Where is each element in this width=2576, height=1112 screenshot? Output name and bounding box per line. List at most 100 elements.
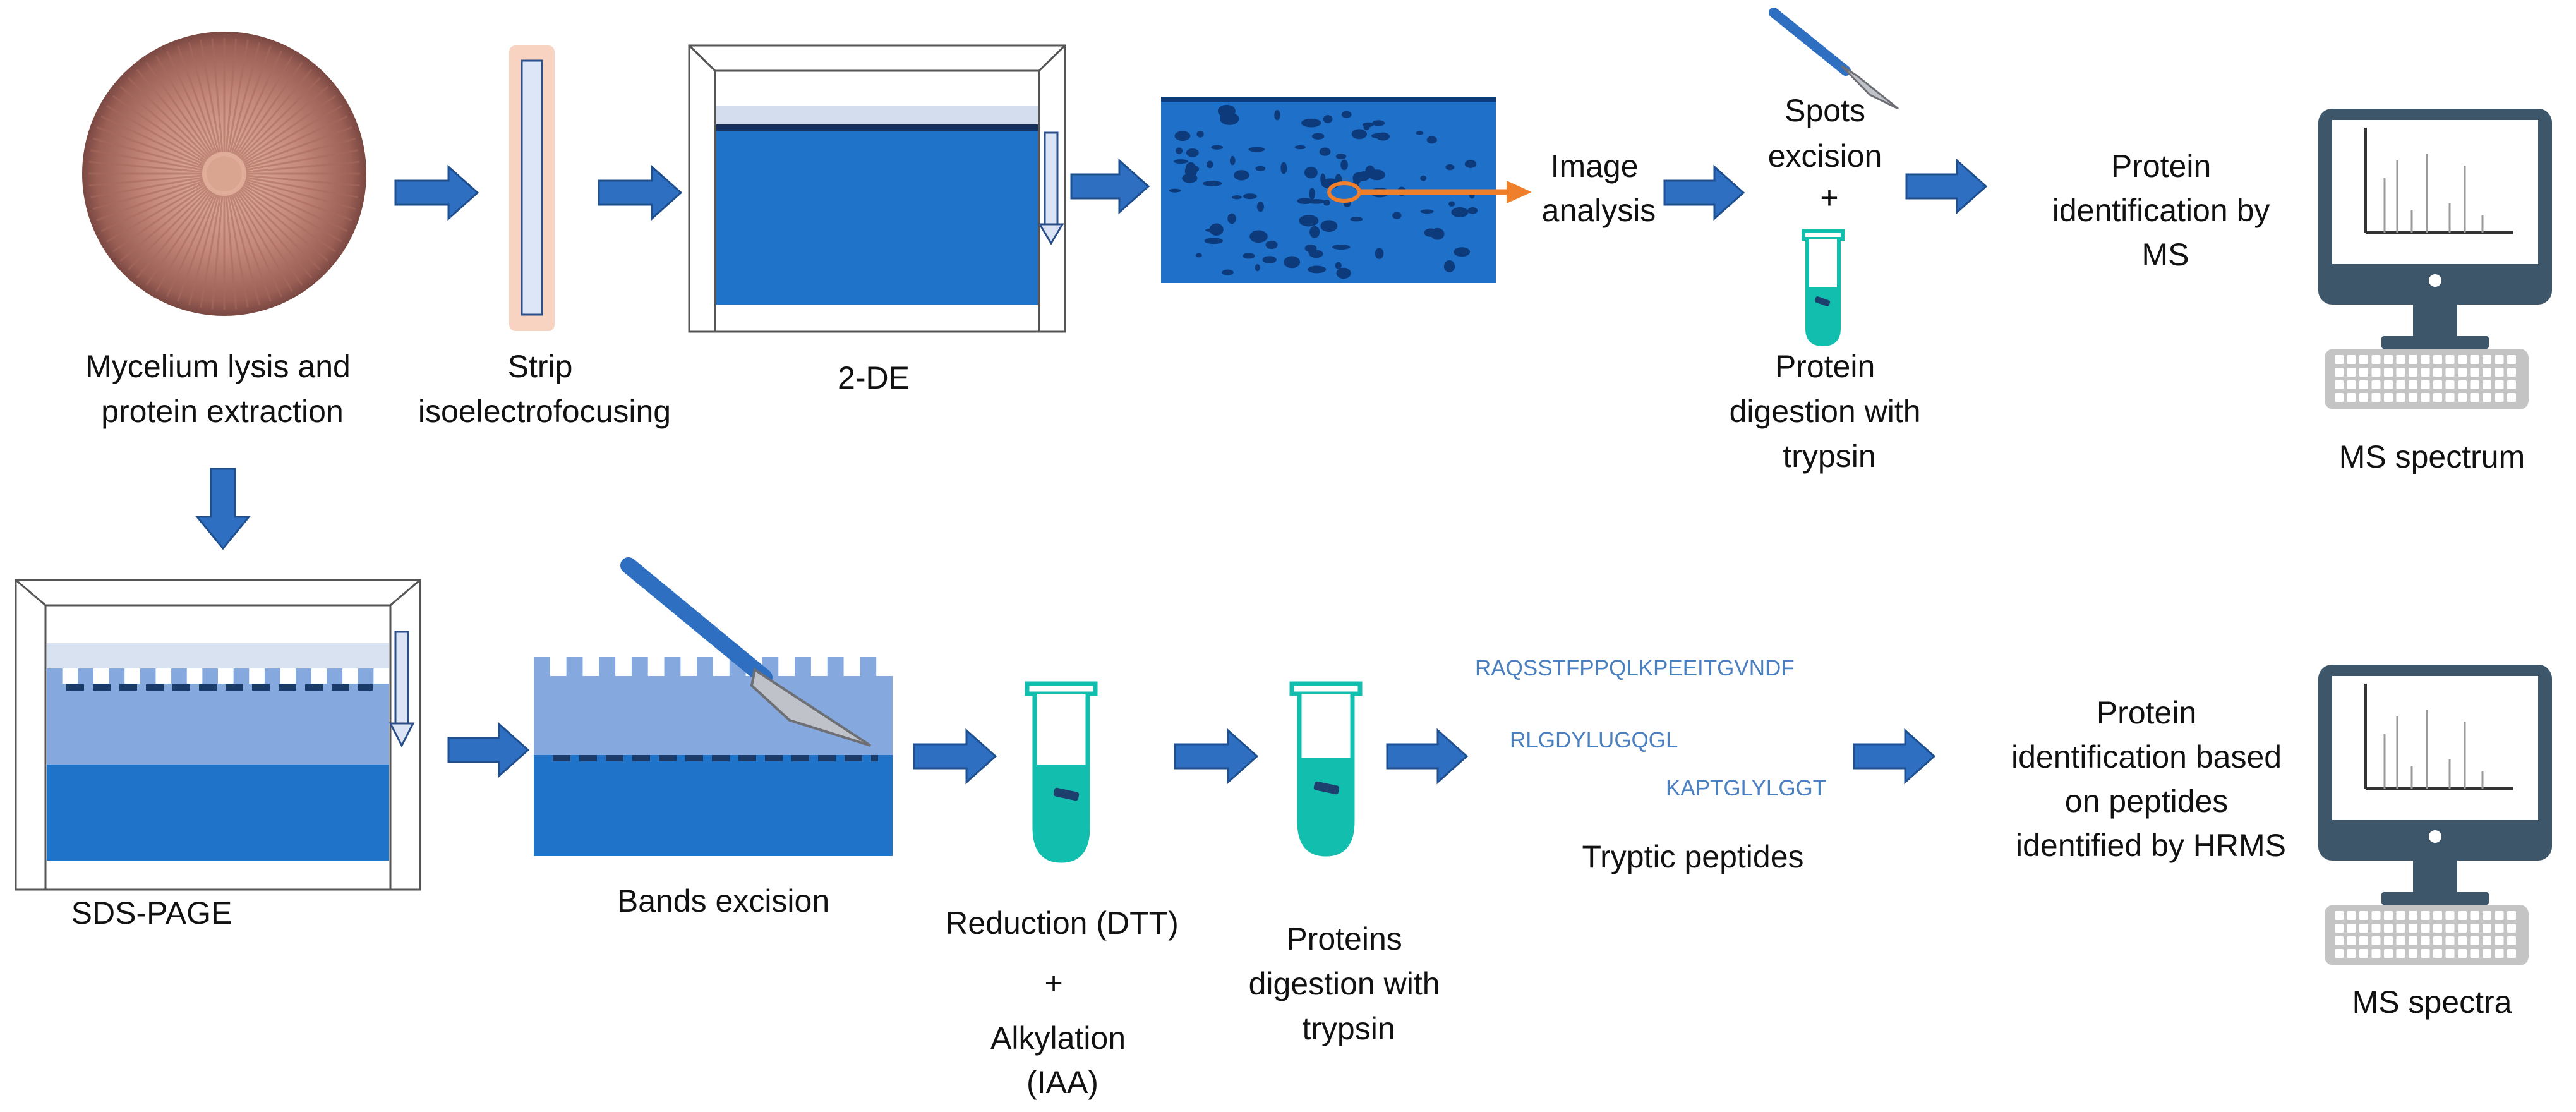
keyboard-key xyxy=(2409,936,2417,945)
mycelium-ray xyxy=(246,176,358,198)
protein-spot xyxy=(1256,202,1264,212)
mycelium-ray xyxy=(240,187,329,262)
mycelium-ray xyxy=(243,105,342,164)
keyboard-key xyxy=(2483,911,2491,920)
mycelium-ray xyxy=(243,184,342,243)
protein-spot xyxy=(1304,166,1318,179)
keyboard-key xyxy=(2335,355,2344,364)
keyboard-key xyxy=(2359,911,2368,920)
mycelium-ray xyxy=(155,192,214,292)
protein-spot xyxy=(1323,115,1333,123)
keyboard-key xyxy=(2470,911,2479,920)
keyboard-key xyxy=(2458,380,2467,389)
protein-spot xyxy=(1420,175,1427,181)
protein-spot xyxy=(1255,166,1266,171)
mycelium-ray xyxy=(241,185,336,253)
keyboard-key xyxy=(2371,936,2381,945)
protein-spot xyxy=(1262,256,1277,263)
protein-spot xyxy=(1332,244,1351,250)
mycelium-ray xyxy=(90,149,203,171)
keyboard-key xyxy=(2335,949,2344,958)
mycelium-ray xyxy=(136,190,211,279)
keyboard-key xyxy=(2396,949,2405,958)
keyboard-key xyxy=(2470,380,2479,389)
keyboard-key xyxy=(2359,393,2368,402)
keyboard-key xyxy=(2433,911,2442,920)
keyboard-bottom-icon xyxy=(2325,905,2529,965)
tryptic-peptides-label: Tryptic peptides xyxy=(1582,839,1803,874)
mycelium-ray xyxy=(106,105,206,164)
mycelium-ray xyxy=(245,178,356,210)
sds-page-label: SDS-PAGE xyxy=(71,895,232,931)
keyboard-key xyxy=(2384,368,2393,377)
mycelium-ray xyxy=(239,76,322,159)
protein-spot xyxy=(1335,153,1347,160)
mycelium-ray xyxy=(145,191,213,286)
protein-spot xyxy=(1234,170,1249,181)
keyboard-key xyxy=(2347,936,2356,945)
protein-spot xyxy=(1464,160,1477,168)
mycelium-ray xyxy=(92,137,203,169)
keyboard-key xyxy=(2409,911,2417,920)
gel-box-2de-icon xyxy=(688,44,1066,333)
mycelium-ray xyxy=(246,160,360,173)
arrow-peptides-to-hrms xyxy=(1853,728,1936,785)
mycelium-ray xyxy=(236,191,303,286)
arrow-plate-to-strip xyxy=(394,164,479,221)
keyboard-key xyxy=(2359,924,2368,933)
mycelium-ray xyxy=(245,137,356,169)
keyboard-key xyxy=(2347,368,2356,377)
keyboard-key xyxy=(2335,393,2344,402)
keyboard-key xyxy=(2359,936,2368,945)
computer-monitor-icon xyxy=(2318,109,2552,349)
keyboard-key xyxy=(2347,355,2356,364)
mycelium-ray xyxy=(127,188,210,271)
keyboard-key xyxy=(2458,911,2467,920)
protein-spot xyxy=(1169,188,1181,193)
mycelium-ray xyxy=(145,62,213,157)
protein-spot xyxy=(1209,223,1224,236)
protein-spot xyxy=(1274,109,1280,121)
protein-spot xyxy=(1467,207,1478,214)
keyboard-key xyxy=(2347,911,2356,920)
keyboard-key xyxy=(2433,924,2442,933)
mycelium-ray xyxy=(234,192,293,292)
keyboard-key xyxy=(2433,380,2442,389)
keyboard-key xyxy=(2433,355,2442,364)
peptide-sequence-1: RAQSSTFPPQLKPEEITGVNDF xyxy=(1475,656,1795,680)
keyboard-key xyxy=(2458,924,2467,933)
protein-spot xyxy=(1185,162,1196,175)
keyboard-key xyxy=(2483,380,2491,389)
protein-spot xyxy=(1174,159,1188,164)
keyboard-key xyxy=(2433,368,2442,377)
mycelium-ray xyxy=(200,40,222,152)
proteins-digestion-label: Proteins digestion with trypsin xyxy=(1249,921,1449,1046)
keyboard-key xyxy=(2384,949,2393,958)
ipg-strip-icon xyxy=(509,45,555,331)
protein-identification-hrms-label: Protein identification based on peptides… xyxy=(2011,695,2290,863)
mycelium-ray xyxy=(88,160,203,173)
test-tube-reduction-icon xyxy=(1025,681,1098,863)
keyboard-key xyxy=(2371,393,2381,402)
keyboard-key xyxy=(2507,911,2516,920)
keyboard-key xyxy=(2384,936,2393,945)
keyboard-key xyxy=(2384,393,2393,402)
keyboard-key xyxy=(2409,368,2417,377)
keyboard-key xyxy=(2347,380,2356,389)
protein-spot xyxy=(1176,147,1183,155)
arrow-bands-to-reduction xyxy=(913,728,997,785)
protein-spot xyxy=(1309,226,1320,238)
protein-spot xyxy=(1299,215,1319,227)
keyboard-key xyxy=(2433,936,2442,945)
keyboard-key xyxy=(2495,380,2504,389)
arrow-gel-to-spots xyxy=(1070,158,1150,215)
keyboard-key xyxy=(2458,949,2467,958)
mycelium-ray xyxy=(106,184,206,243)
keyboard-key xyxy=(2445,393,2455,402)
protein-spot xyxy=(1451,207,1469,217)
keyboard-key xyxy=(2470,936,2479,945)
strip-label: Strip isoelectrofocusing xyxy=(418,349,671,429)
protein-spot xyxy=(1392,212,1402,219)
keyboard-key xyxy=(2396,355,2405,364)
